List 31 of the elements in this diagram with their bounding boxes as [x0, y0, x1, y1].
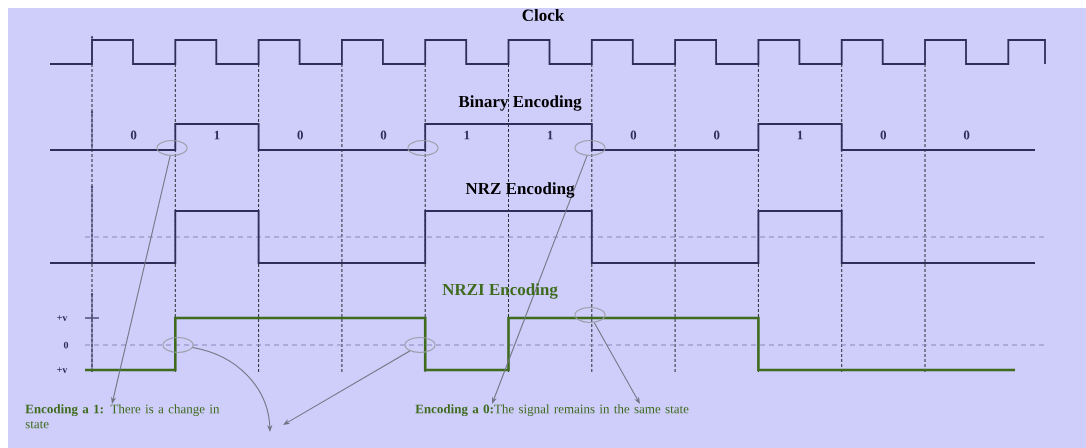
- heading: Clock: [522, 9, 565, 21]
- highlight-ellipse: [156, 140, 188, 156]
- bit-value: 1: [797, 130, 803, 140]
- bit-value: 0: [713, 130, 720, 140]
- bit-value: 1: [214, 130, 220, 140]
- annotation: Encoding a 0:The signal remains in the same state: [415, 404, 689, 417]
- bit-value: 0: [880, 130, 887, 140]
- bit-value: 0: [630, 130, 637, 140]
- bit-value: 0: [297, 130, 303, 140]
- highlight-ellipse: [574, 140, 606, 156]
- bit-value: 1: [464, 130, 470, 140]
- level-label: +v: [57, 315, 68, 321]
- bit-value: 0: [130, 130, 137, 140]
- highlight-ellipse: [407, 140, 439, 156]
- bit-value: 0: [963, 130, 970, 140]
- heading: Binary Encoding: [458, 95, 582, 111]
- heading: NRZ Encoding: [465, 182, 575, 198]
- heading: NRZI Encoding: [442, 283, 558, 299]
- leader-line: [283, 350, 411, 425]
- annotation: Encoding a 1: There is a change in state: [25, 404, 220, 429]
- leader-line: [111, 155, 171, 404]
- leader-line: [492, 155, 588, 404]
- level-label: 0: [63, 341, 69, 349]
- level-label: +v: [57, 367, 68, 373]
- highlight-ellipse: [404, 337, 436, 353]
- highlight-ellipse: [574, 307, 606, 323]
- leader-line: [192, 347, 272, 432]
- leader-line: [593, 322, 640, 404]
- highlight-ellipse: [162, 337, 194, 353]
- bit-value: 0: [380, 130, 387, 140]
- bit-value: 1: [547, 130, 553, 140]
